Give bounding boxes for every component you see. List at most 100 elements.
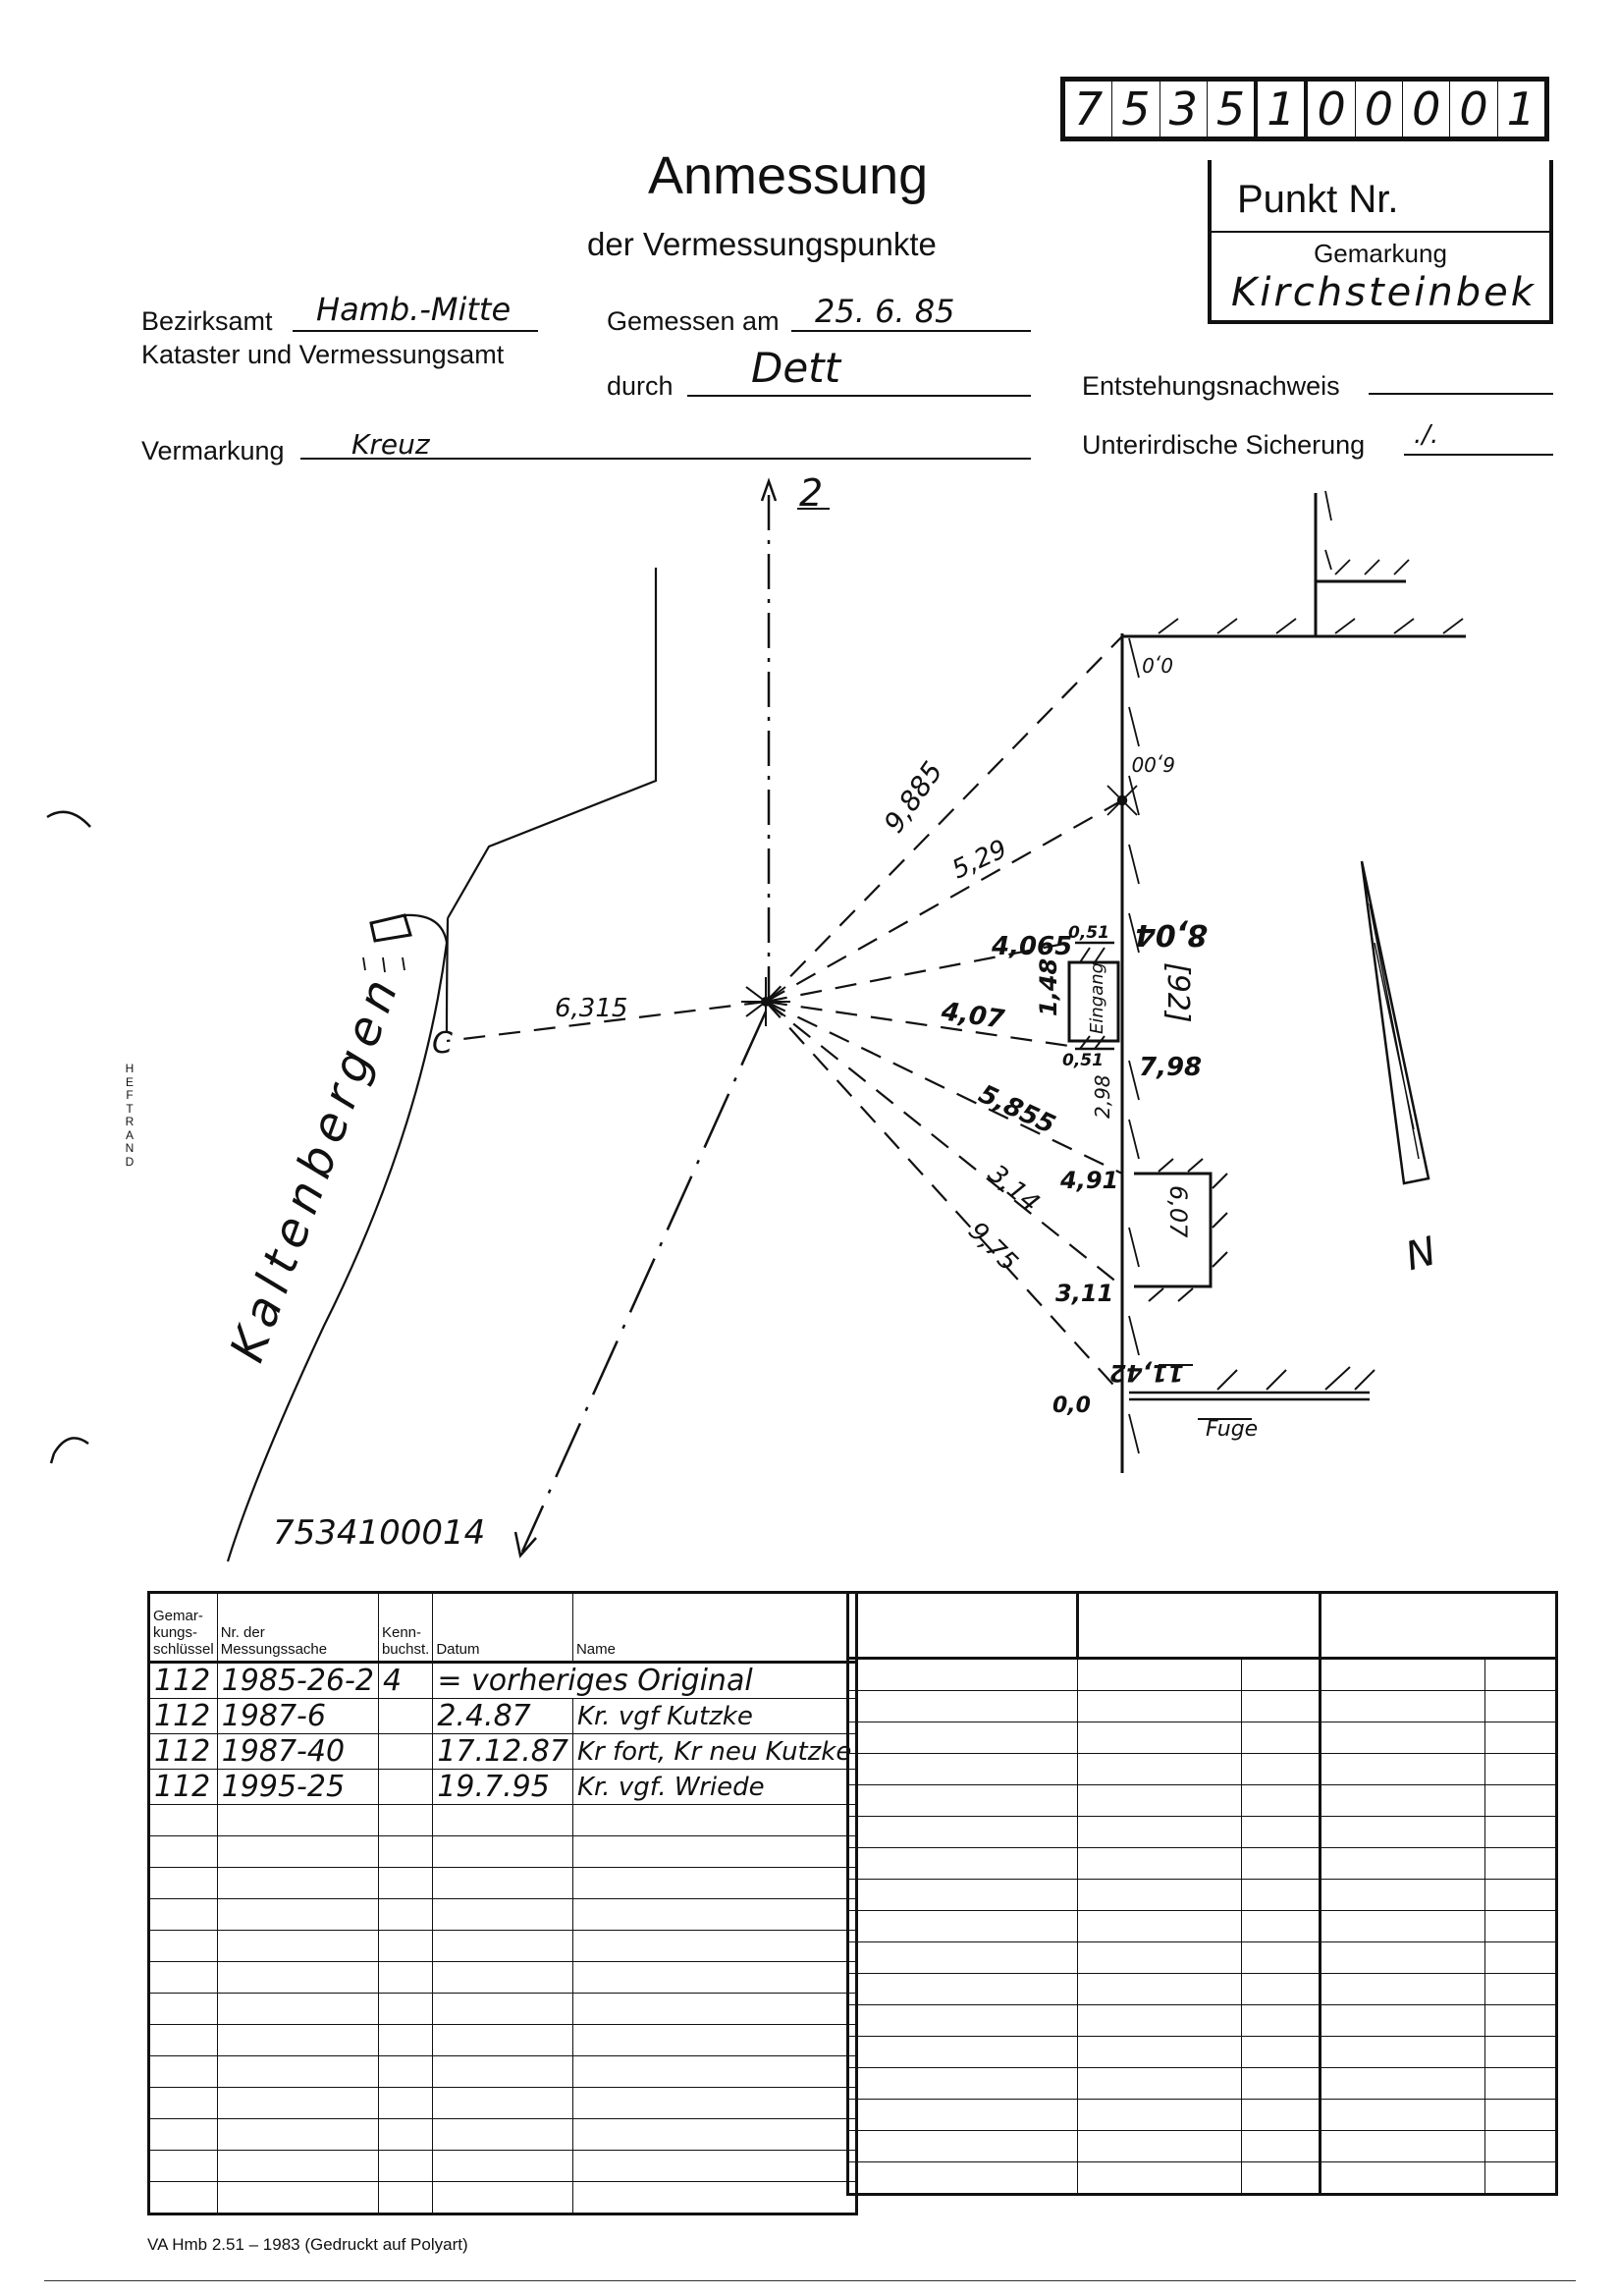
table-cell <box>571 1804 858 1836</box>
table-cell: 1987-40 <box>216 1733 379 1770</box>
digit: 1 <box>1496 82 1544 137</box>
table-cell: 112 <box>148 1662 218 1699</box>
table-row-empty <box>846 2099 1557 2131</box>
digit: 0 <box>1304 82 1354 137</box>
digit: 0 <box>1402 82 1449 137</box>
table-row-empty <box>846 2036 1557 2068</box>
bottom-rule <box>44 2280 1576 2281</box>
ray-label: 6,315 <box>555 994 627 1023</box>
table-cell <box>1484 1973 1557 2005</box>
divider <box>1212 231 1549 233</box>
table-cell <box>216 1804 379 1836</box>
table-cell <box>1484 2099 1557 2131</box>
table-cell <box>377 2118 434 2151</box>
table-row-empty <box>148 2055 858 2088</box>
table-cell <box>846 1784 1078 1817</box>
digit: 3 <box>1159 82 1207 137</box>
gemarkung-value: Kirchsteinbek <box>1231 270 1537 315</box>
table-row-empty <box>148 2087 858 2119</box>
building-box-lower <box>1134 1172 1213 1288</box>
table-cell <box>1319 2130 1485 2162</box>
table-cell <box>432 1867 573 1899</box>
table-cell <box>377 1867 434 1899</box>
table-cell <box>1077 2036 1242 2068</box>
table-cell <box>1484 1879 1557 1911</box>
table-cell <box>1319 1973 1485 2005</box>
table-cell <box>846 2004 1078 2037</box>
table-cell <box>1077 2067 1242 2100</box>
table-cell <box>1241 2067 1321 2100</box>
unterirdisch-label: Unterirdische Sicherung <box>1082 430 1366 460</box>
table-row-empty <box>148 2181 858 2214</box>
table-cell <box>1484 1941 1557 1974</box>
table-cell <box>846 1847 1078 1880</box>
table-cell <box>1077 1753 1242 1785</box>
table-cell <box>377 2181 434 2214</box>
table-cell <box>148 1993 218 2025</box>
punkt-box: Punkt Nr. Gemarkung Kirchsteinbek <box>1208 160 1553 324</box>
table-cell: Kr. vgf Kutzke <box>571 1698 858 1734</box>
box-lower-measure: 6,07 <box>1164 1185 1192 1238</box>
line-measure: 0,0 <box>1052 1394 1091 1418</box>
punch-hole-mark <box>49 1437 89 1464</box>
digit: 0 <box>1354 82 1402 137</box>
table-cell <box>846 2130 1078 2162</box>
table-cell <box>1484 1753 1557 1785</box>
table-row-empty <box>148 1930 858 1962</box>
table-cell <box>846 1753 1078 1785</box>
table-cell <box>377 2055 434 2088</box>
ray-label: 3,14 <box>983 1159 1046 1218</box>
table-row-empty <box>846 1784 1557 1817</box>
table-cell <box>846 1658 1078 1691</box>
col-header-datum: Datum <box>432 1592 573 1664</box>
table-cell <box>1241 2004 1321 2037</box>
table-row-empty <box>846 2130 1557 2162</box>
table-cell <box>1319 1879 1485 1911</box>
table-cell <box>1241 1816 1321 1848</box>
table-cell <box>1484 2130 1557 2162</box>
table-cell <box>377 2024 434 2056</box>
table-row-empty <box>148 2118 858 2151</box>
blank-table <box>846 1591 1558 2196</box>
table-cell <box>571 2024 858 2056</box>
table-cell <box>377 1930 434 1962</box>
table-row-empty <box>846 1847 1557 1880</box>
table-cell <box>1077 1847 1242 1880</box>
ray-label: 5,855 <box>974 1079 1059 1140</box>
table-row-empty <box>846 1816 1557 1848</box>
table-cell <box>1077 2099 1242 2131</box>
table-cell <box>216 2024 379 2056</box>
table-cell: 1995-25 <box>216 1769 379 1805</box>
arrow-head-icon <box>513 1531 537 1558</box>
table-cell: 112 <box>148 1698 218 1734</box>
table-cell <box>846 2067 1078 2100</box>
table-cell <box>148 1961 218 1994</box>
north-ref-label: 2 <box>799 471 823 515</box>
table-row-empty <box>846 1973 1557 2005</box>
table-cell <box>846 1690 1078 1722</box>
table-cell: 112 <box>148 1733 218 1770</box>
table-row-empty <box>846 1690 1557 1722</box>
table-cell <box>1076 1592 1321 1660</box>
table-cell <box>1077 1879 1242 1911</box>
table-row-empty <box>148 2024 858 2056</box>
table-cell: Kr fort, Kr neu Kutzke <box>571 1733 858 1770</box>
table-cell <box>432 1930 573 1962</box>
digit: 5 <box>1111 82 1159 137</box>
table-cell <box>1241 1722 1321 1754</box>
table-cell <box>1319 2099 1485 2131</box>
col-header-gemarkung: Gemar- kungs- schlüssel <box>148 1592 218 1664</box>
table-cell <box>1241 1690 1321 1722</box>
table-cell <box>216 1835 379 1868</box>
street-lamp-icon <box>369 913 412 943</box>
table-cell <box>1241 1910 1321 1942</box>
table-cell <box>1241 1879 1321 1911</box>
line-measure: 4,91 <box>1059 1167 1118 1194</box>
table-cell <box>1241 1784 1321 1817</box>
table-cell <box>1241 1973 1321 2005</box>
fuge-label: Fuge <box>1206 1417 1258 1442</box>
table-cell <box>377 1961 434 1994</box>
entrance-box <box>1067 960 1120 1043</box>
